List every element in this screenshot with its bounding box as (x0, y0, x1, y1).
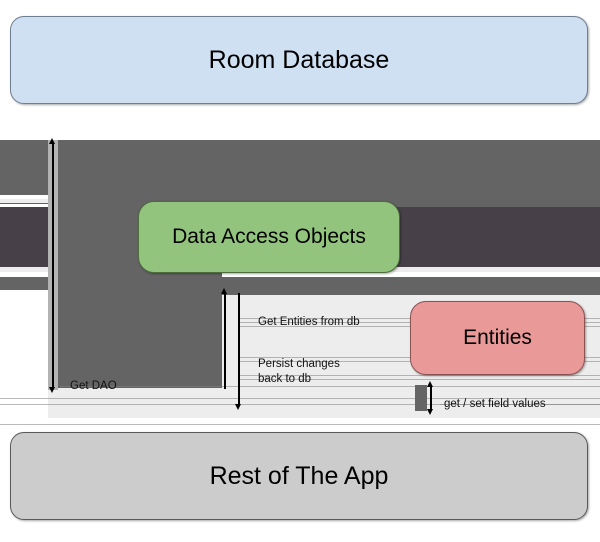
connector-get-set-arrow-down (427, 409, 433, 415)
connector-get-entities-line (224, 293, 226, 389)
connector-persist-arrow-down (235, 404, 241, 410)
streak-line-8 (60, 386, 600, 387)
connector-persist-line (238, 293, 240, 406)
overlay-gutter-left (0, 290, 48, 418)
connector-get-set-arrow-up (427, 381, 433, 387)
overlay-band-grey-upper (0, 140, 600, 207)
streak-line-12 (0, 424, 600, 425)
connector-label-persist-line1: Persist changes (258, 358, 340, 370)
connector-get-entities-arrow-up (221, 288, 227, 294)
overlay-gap-left-a (0, 195, 48, 201)
connector-get-dao-arrow-down (49, 387, 55, 393)
connector-label-get-entities: Get Entities from db (258, 316, 360, 328)
connector-get-dao-arrow-up (49, 138, 55, 144)
overlay-gap-left-b (0, 204, 48, 208)
connector-label-get-set-field: get / set field values (444, 398, 546, 410)
connector-label-persist-line2: back to db (258, 373, 312, 385)
overlay-block-top-right (222, 140, 600, 207)
connector-get-dao-line (52, 143, 54, 389)
overlay-band-grey-lower (0, 277, 600, 295)
node-room-database[interactable]: Room Database (10, 16, 588, 104)
overlay-chip-getset (415, 385, 427, 411)
overlay-gap-bottom (0, 418, 600, 432)
node-data-access-objects[interactable]: Data Access Objects (138, 201, 400, 273)
node-rest-of-the-app[interactable]: Rest of The App (10, 432, 588, 520)
connector-label-get-dao: Get DAO (70, 380, 117, 392)
connector-get-set-line (430, 385, 432, 411)
node-entities[interactable]: Entities (410, 301, 585, 375)
